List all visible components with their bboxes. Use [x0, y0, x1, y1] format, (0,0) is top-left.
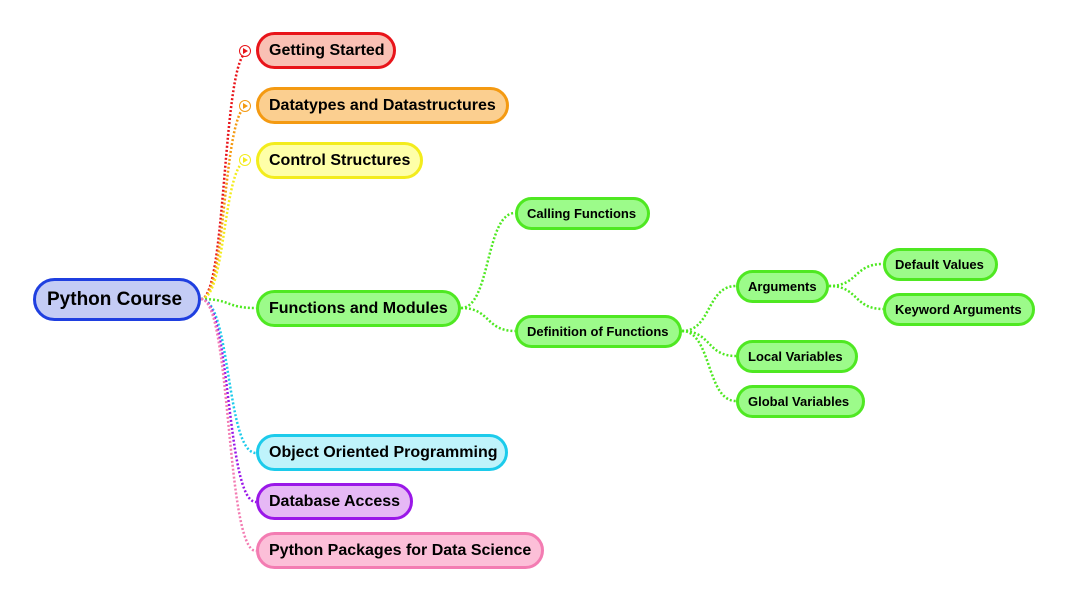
collapsed-branch-icon[interactable] — [239, 154, 251, 166]
connector-functions-to-calling — [460, 211, 516, 310]
node-calling-functions[interactable]: Calling Functions — [515, 197, 650, 230]
connector-definition-to-arguments — [681, 284, 737, 333]
collapsed-branch-icon[interactable] — [239, 45, 251, 57]
branch-functions-and-modules[interactable]: Functions and Modules — [256, 290, 461, 327]
connector-root-to-database — [200, 297, 257, 504]
node-local-variables[interactable]: Local Variables — [736, 340, 858, 373]
connector-root-to-getting-started — [200, 50, 249, 301]
connector-root-to-datatypes — [200, 104, 249, 301]
connector-root-to-functions — [200, 297, 257, 310]
branch-database-access[interactable]: Database Access — [256, 483, 413, 520]
connector-root-to-packages — [200, 297, 257, 553]
connector-arguments-to-keyword — [828, 284, 884, 311]
branch-python-packages-for-data-science[interactable]: Python Packages for Data Science — [256, 532, 544, 569]
root-node-python-course[interactable]: Python Course — [33, 278, 201, 321]
branch-control-structures[interactable]: Control Structures — [256, 142, 423, 179]
node-arguments[interactable]: Arguments — [736, 270, 829, 303]
node-global-variables[interactable]: Global Variables — [736, 385, 865, 418]
branch-datatypes-and-datastructures[interactable]: Datatypes and Datastructures — [256, 87, 509, 124]
connector-root-to-control — [200, 158, 249, 301]
node-default-values[interactable]: Default Values — [883, 248, 998, 281]
node-definition-of-functions[interactable]: Definition of Functions — [515, 315, 682, 348]
connector-functions-to-definition — [460, 306, 516, 333]
branch-getting-started[interactable]: Getting Started — [256, 32, 396, 69]
node-keyword-arguments[interactable]: Keyword Arguments — [883, 293, 1035, 326]
collapsed-branch-icon[interactable] — [239, 100, 251, 112]
connector-root-to-oop — [200, 297, 257, 455]
connector-definition-to-global — [681, 329, 737, 403]
branch-object-oriented-programming[interactable]: Object Oriented Programming — [256, 434, 508, 471]
connector-arguments-to-default — [828, 262, 884, 288]
connector-definition-to-local — [681, 329, 737, 358]
